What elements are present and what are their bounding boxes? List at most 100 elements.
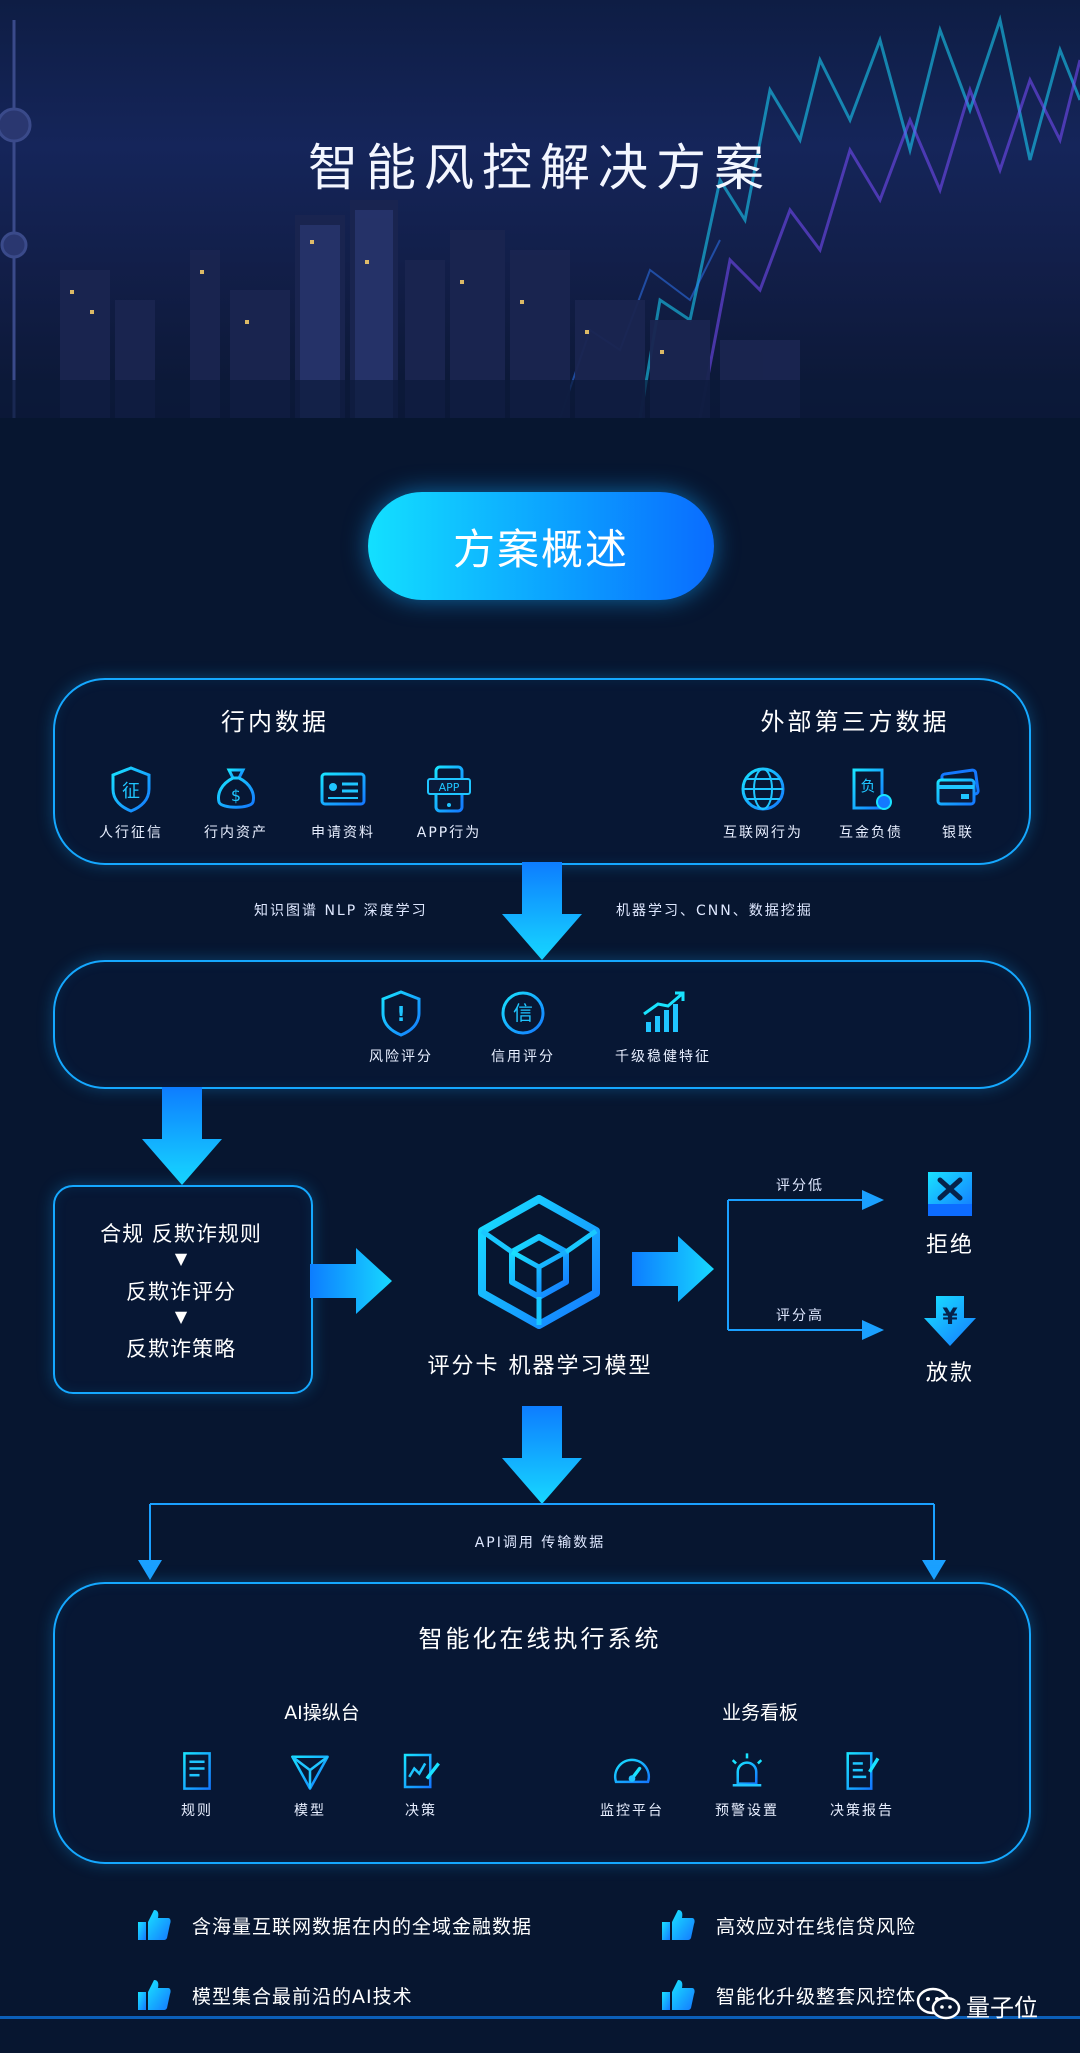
- risk-shield-icon: !: [381, 990, 421, 1037]
- decision-approve: 放款: [925, 1361, 974, 1386]
- ai-console-title: AI操纵台: [284, 1702, 360, 1724]
- decision-low-label: 评分低: [776, 1178, 824, 1194]
- dashboard-item-label: 监控平台: [600, 1803, 664, 1819]
- data-item-credit-report: 征 人行征信: [76, 764, 186, 842]
- decision-branch-lines: [727, 1190, 884, 1340]
- benefit-text: 含海量互联网数据在内的全域金融数据: [192, 1916, 533, 1938]
- svg-text:$: $: [231, 786, 241, 805]
- hero-banner: 智能风控解决方案: [0, 0, 1080, 418]
- wechat-icon: [916, 1987, 961, 2020]
- rules-line-fraud-score: 反欺诈评分: [126, 1280, 236, 1304]
- data-item-label: 互联网行为: [723, 825, 803, 841]
- score-item-label: 风险评分: [369, 1049, 433, 1065]
- bottom-divider: [0, 2016, 1080, 2019]
- execution-system-box: [53, 1582, 1031, 1864]
- growth-bars-icon: [643, 991, 685, 1032]
- reject-x-icon: [928, 1172, 972, 1216]
- decision-high-label: 评分高: [776, 1308, 824, 1324]
- console-item-label: 决策: [405, 1803, 437, 1819]
- credit-score-icon: 信: [501, 991, 545, 1035]
- data-item-label: 人行征信: [99, 825, 163, 841]
- flow-arrow-down: [502, 862, 582, 960]
- bank-card-icon: [936, 768, 980, 806]
- rules-line-fraud-strategy: 反欺诈策略: [126, 1337, 236, 1361]
- data-item-label: 申请资料: [311, 825, 375, 841]
- model-triangle-icon: [291, 1755, 329, 1790]
- page-title: 智能风控解决方案: [308, 139, 772, 197]
- console-item-rules: 规则: [142, 1750, 252, 1820]
- flow-note-left: 知识图谱 NLP 深度学习: [254, 903, 428, 919]
- svg-text:APP: APP: [439, 781, 460, 794]
- internal-data-title: 行内数据: [221, 708, 329, 736]
- score-item-credit: 信 信用评分: [468, 988, 578, 1066]
- rules-line-compliance: 合规 反欺诈规则: [100, 1222, 262, 1246]
- flow-arrow-down: [502, 1406, 582, 1504]
- data-item-app-behavior: APP APP行为: [394, 764, 504, 842]
- globe-icon: [741, 767, 785, 811]
- rules-separator: ▼: [174, 1249, 188, 1268]
- api-distribution-lines: [138, 1503, 946, 1580]
- decision-reject: 拒绝: [925, 1233, 974, 1258]
- alarm-icon: [731, 1753, 763, 1787]
- flow-note-right: 机器学习、CNN、数据挖掘: [616, 903, 813, 919]
- data-item-unionpay: 银联: [903, 764, 1013, 842]
- score-item-label: 千级稳健特征: [615, 1049, 711, 1065]
- data-item-internet-behavior: 互联网行为: [708, 764, 818, 842]
- mobile-app-icon: APP: [427, 765, 471, 813]
- svg-text:!: !: [396, 1002, 405, 1026]
- console-item-label: 规则: [181, 1803, 213, 1819]
- data-item-fintech-debt: 负 互金负债: [816, 764, 926, 842]
- console-item-model: 模型: [255, 1750, 365, 1820]
- score-item-label: 信用评分: [491, 1049, 555, 1065]
- data-item-internal-assets: $ 行内资产: [181, 764, 291, 842]
- thumbs-up-icon: [662, 1910, 695, 1940]
- report-icon: [846, 1752, 880, 1790]
- overview-section-title: 方案概述: [368, 492, 714, 600]
- watermark-text: 量子位: [966, 1994, 1038, 2022]
- scores-box: [53, 960, 1031, 1089]
- rules-box: [53, 1185, 313, 1394]
- dashboard-item-label: 决策报告: [830, 1803, 894, 1819]
- svg-text:信: 信: [513, 1001, 533, 1025]
- rules-separator: ▼: [174, 1307, 188, 1326]
- dashboard-item-alerts: 预警设置: [692, 1750, 802, 1820]
- console-item-decision: 决策: [366, 1750, 476, 1820]
- rules-document-icon: [183, 1752, 211, 1790]
- dashboard-title: 业务看板: [721, 1702, 798, 1724]
- data-item-application: 申请资料: [288, 764, 398, 842]
- debt-document-icon: 负: [852, 768, 892, 810]
- decision-chart-icon: [403, 1753, 440, 1789]
- data-item-label: 银联: [942, 825, 974, 841]
- money-bag-icon: $: [217, 768, 255, 809]
- data-item-label: 互金负债: [839, 825, 903, 841]
- flow-arrow-right: [310, 1248, 392, 1314]
- svg-text:负: 负: [860, 777, 875, 795]
- svg-text:征: 征: [122, 781, 140, 802]
- benefit-text: 高效应对在线信贷风险: [716, 1916, 917, 1938]
- external-data-title: 外部第三方数据: [760, 708, 950, 736]
- id-card-icon: [320, 772, 366, 806]
- yen-download-icon: ¥: [924, 1296, 976, 1346]
- dashboard-item-label: 预警设置: [715, 1803, 779, 1819]
- credit-report-shield-icon: 征: [111, 766, 151, 813]
- model-label: 评分卡 机器学习模型: [427, 1354, 653, 1379]
- data-item-label: APP行为: [416, 825, 482, 841]
- thumbs-up-icon: [662, 1980, 695, 2010]
- api-note: API调用 传输数据: [474, 1535, 606, 1551]
- benefit-text: 模型集合最前沿的AI技术: [192, 1986, 413, 2008]
- data-item-label: 行内资产: [204, 825, 268, 841]
- thumbs-up-icon: [138, 1980, 171, 2010]
- flow-arrow-right: [632, 1236, 714, 1302]
- svg-text:¥: ¥: [942, 1305, 958, 1330]
- execution-system-title: 智能化在线执行系统: [418, 1625, 662, 1653]
- gauge-icon: [613, 1758, 651, 1784]
- dashboard-item-report: 决策报告: [807, 1750, 917, 1820]
- thumbs-up-icon: [138, 1910, 171, 1940]
- dashboard-item-monitor: 监控平台: [577, 1750, 687, 1820]
- benefit-text: 智能化升级整套风控体: [716, 1986, 917, 2008]
- score-item-risk: ! 风险评分: [346, 988, 456, 1066]
- city-skyline-illustration: [0, 14, 1080, 418]
- score-item-features: 千级稳健特征: [608, 988, 718, 1066]
- flow-arrow-down: [142, 1087, 222, 1185]
- console-item-label: 模型: [294, 1803, 326, 1819]
